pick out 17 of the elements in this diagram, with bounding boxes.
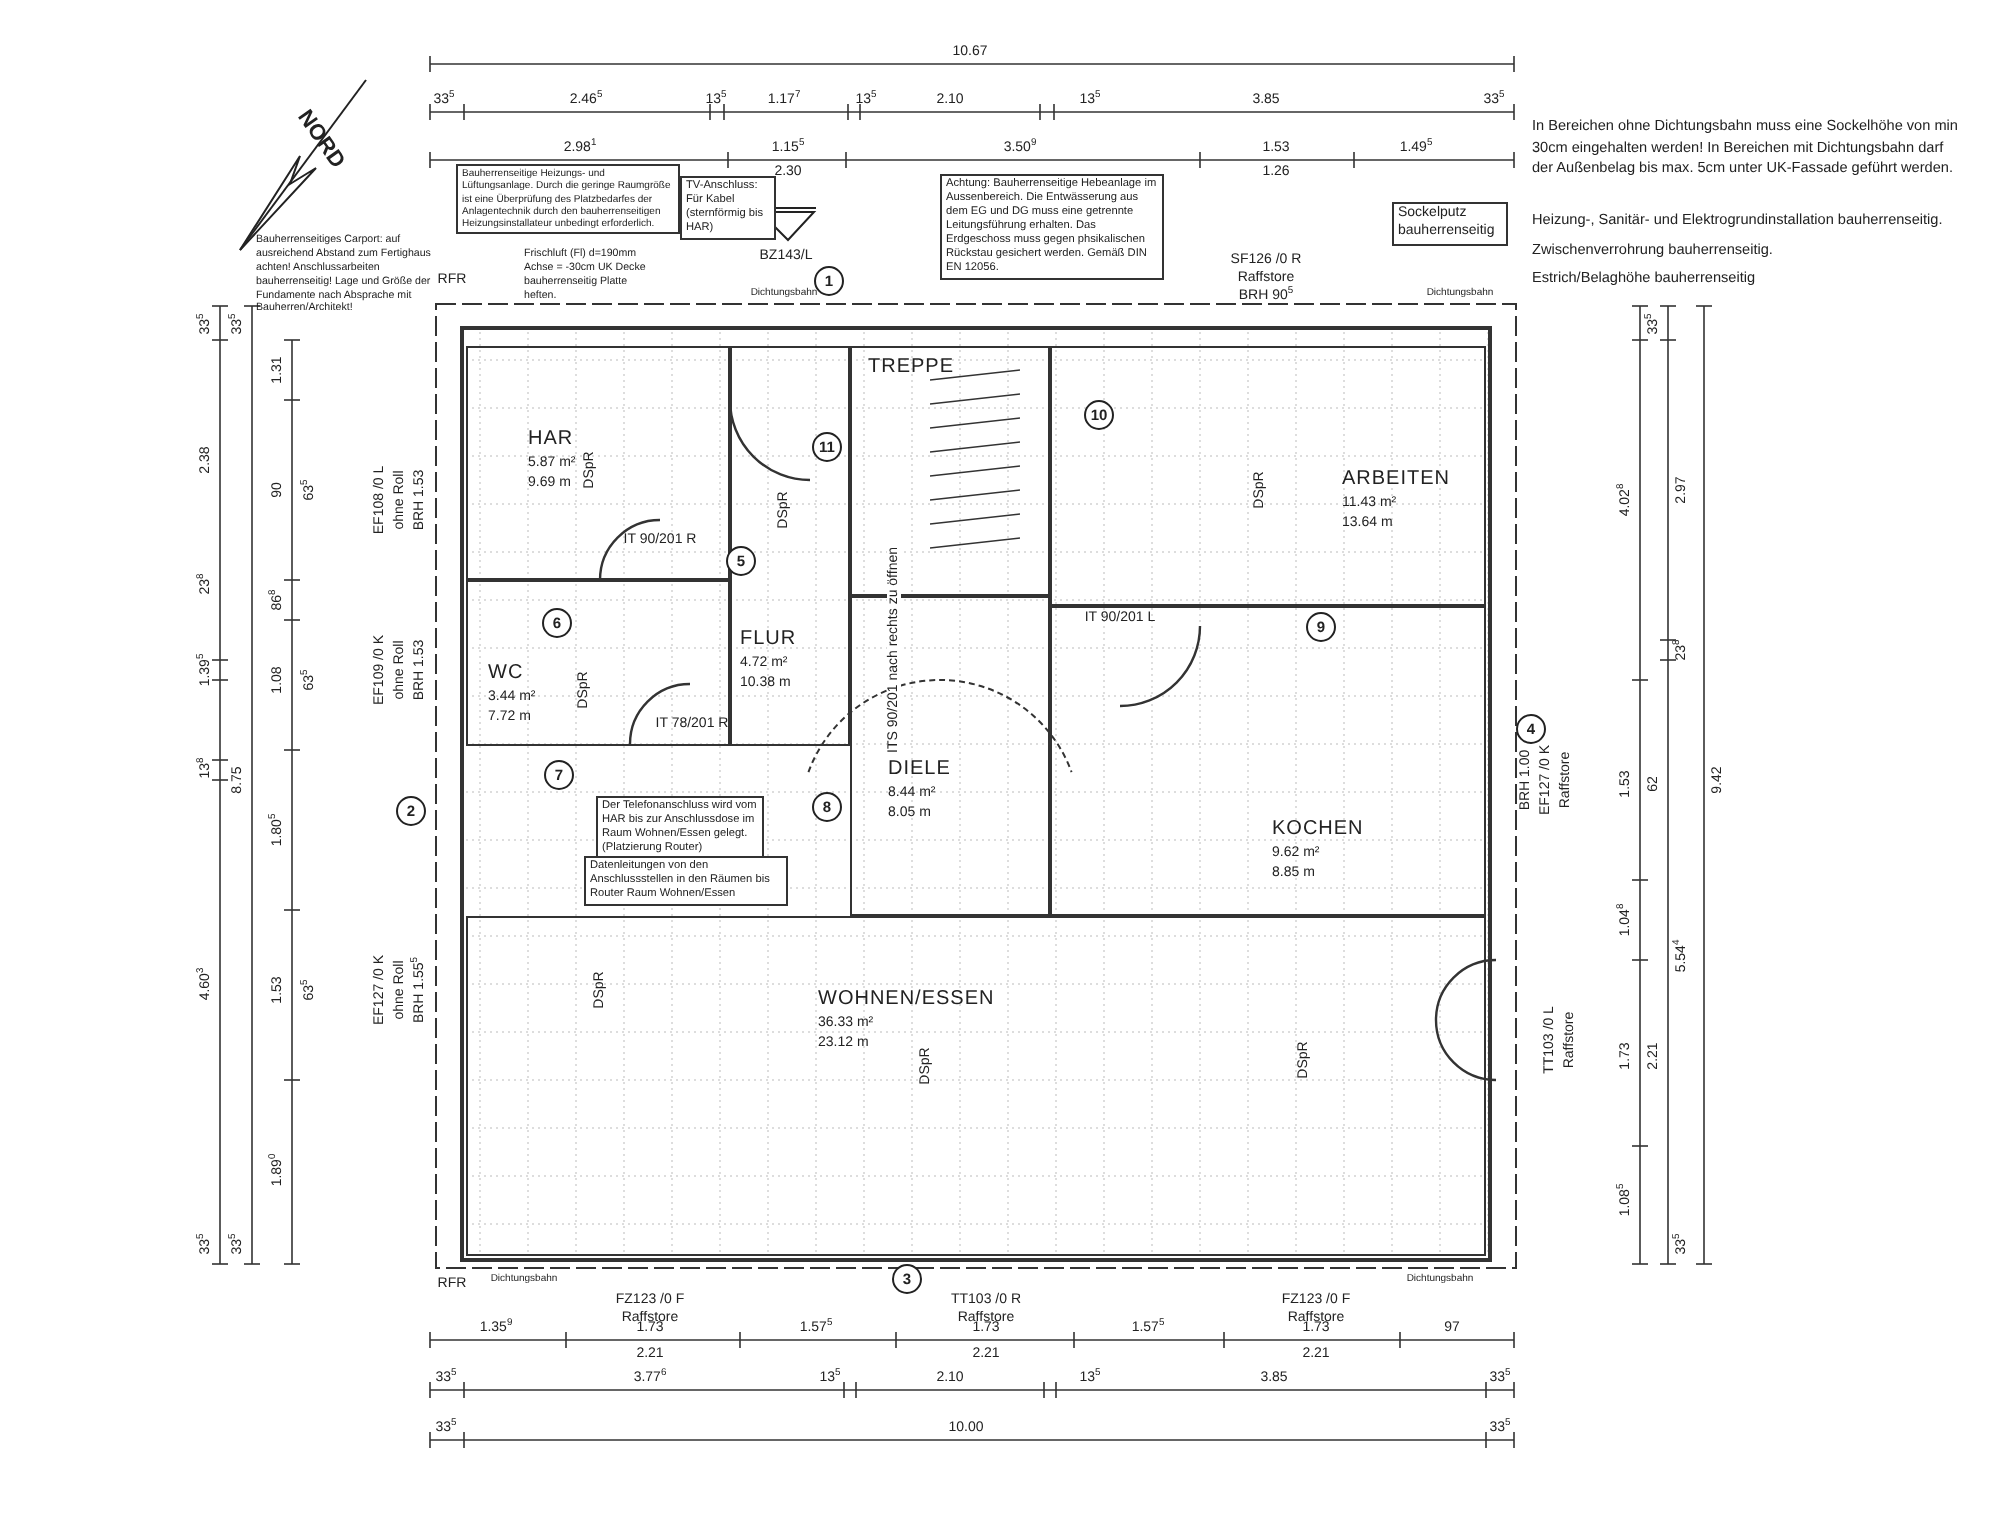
room-name: HAR	[528, 428, 574, 450]
note-box	[1392, 202, 1508, 245]
room-outline	[466, 346, 730, 580]
room-outline	[1050, 346, 1486, 606]
room-name: KOCHEN	[1272, 818, 1364, 840]
room-outline	[730, 346, 850, 746]
room-name: FLUR	[740, 628, 797, 650]
room-name: DIELE	[888, 758, 951, 780]
room-name: WC	[488, 662, 524, 684]
room-name: TREPPE	[868, 356, 955, 378]
room-outline	[466, 580, 730, 746]
room-name: ARBEITEN	[1342, 468, 1451, 490]
room-name: WOHNEN/ESSEN	[818, 988, 995, 1010]
note-box	[680, 176, 776, 240]
note-box	[584, 856, 788, 906]
room-outline	[466, 916, 1486, 1256]
room-outline	[1050, 606, 1486, 916]
